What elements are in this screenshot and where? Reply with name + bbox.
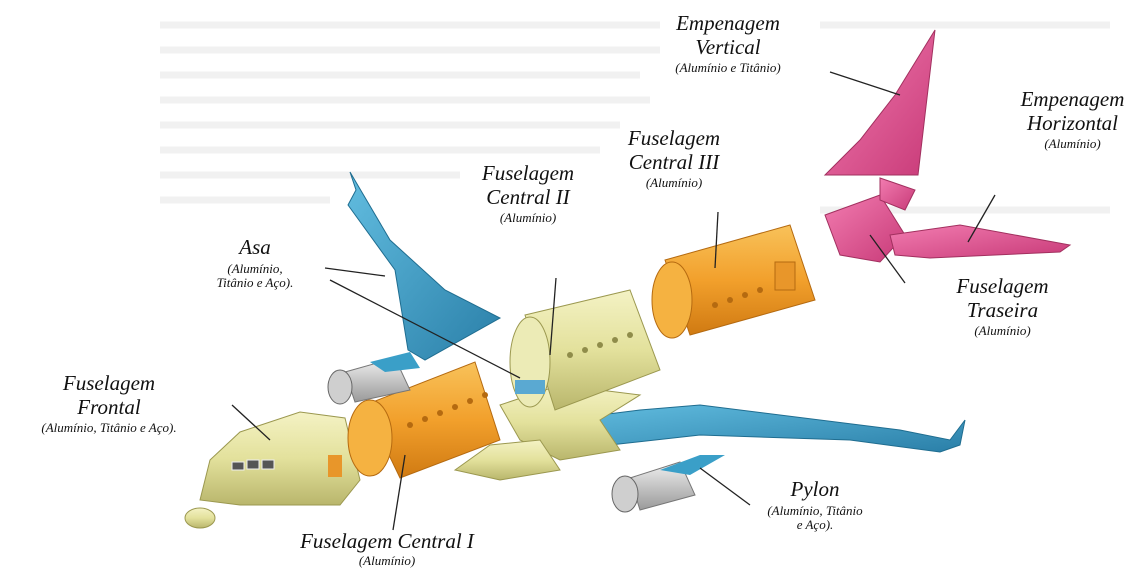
fuselagem-central-2-shape	[510, 290, 660, 410]
label-fuselagem-traseira-title-2: Traseira	[940, 299, 1065, 323]
label-fuselagem-frontal: Fuselagem Frontal (Alumínio, Titânio e A…	[4, 372, 214, 436]
label-empenagem-vertical: Empenagem Vertical (Alumínio e Titânio)	[648, 12, 808, 76]
label-fuselagem-frontal-title-2: Frontal	[4, 396, 214, 420]
label-pylon-title: Pylon	[740, 478, 890, 502]
nose-door-shape	[328, 455, 342, 477]
label-asa-material-2: Titânio e Aço).	[200, 276, 310, 291]
label-empenagem-horizontal-title-2: Horizontal	[1010, 112, 1135, 136]
label-empenagem-vertical-title-1: Empenagem	[648, 12, 808, 36]
label-fuselagem-central-2-title-1: Fuselagem	[468, 162, 588, 186]
nose-cone-shape	[185, 508, 215, 528]
label-fuselagem-central-3-title-2: Central III	[614, 151, 734, 175]
right-wing-shape	[560, 405, 965, 452]
label-fuselagem-frontal-title-1: Fuselagem	[4, 372, 214, 396]
fuselagem-central-3-shape	[652, 225, 815, 338]
empenagem-horizontal-shape	[890, 225, 1070, 258]
label-empenagem-horizontal-material: (Alumínio)	[1010, 137, 1135, 152]
label-empenagem-vertical-title-2: Vertical	[648, 36, 808, 60]
label-fuselagem-traseira-title-1: Fuselagem	[940, 275, 1065, 299]
cockpit-windows	[232, 460, 274, 470]
label-empenagem-horizontal: Empenagem Horizontal (Alumínio)	[1010, 88, 1135, 152]
label-fuselagem-central-1-title: Fuselagem Central I	[282, 530, 492, 554]
label-pylon-material-2: e Aço).	[740, 518, 890, 533]
label-fuselagem-traseira: Fuselagem Traseira (Alumínio)	[940, 275, 1065, 339]
label-fuselagem-central-1-material: (Alumínio)	[282, 554, 492, 569]
label-asa: Asa (Alumínio, Titânio e Aço).	[200, 236, 310, 291]
label-asa-material-1: (Alumínio,	[200, 262, 310, 277]
label-asa-title: Asa	[200, 236, 310, 260]
label-pylon: Pylon (Alumínio, Titânio e Aço).	[740, 478, 890, 533]
label-fuselagem-traseira-material: (Alumínio)	[940, 324, 1065, 339]
label-fuselagem-frontal-material: (Alumínio, Titânio e Aço).	[4, 421, 214, 436]
label-fuselagem-central-2-material: (Alumínio)	[468, 211, 588, 226]
label-fuselagem-central-1: Fuselagem Central I (Alumínio)	[282, 530, 492, 568]
label-fuselagem-central-3-material: (Alumínio)	[614, 176, 734, 191]
label-fuselagem-central-3: Fuselagem Central III (Alumínio)	[614, 127, 734, 191]
empenagem-vertical-shape	[825, 30, 935, 175]
label-pylon-material-1: (Alumínio, Titânio	[740, 504, 890, 519]
label-fuselagem-central-2: Fuselagem Central II (Alumínio)	[468, 162, 588, 226]
label-fuselagem-central-2-title-2: Central II	[468, 186, 588, 210]
label-fuselagem-central-3-title-1: Fuselagem	[614, 127, 734, 151]
engine-lower-shape	[612, 455, 725, 512]
label-empenagem-vertical-material: (Alumínio e Titânio)	[648, 61, 808, 76]
label-empenagem-horizontal-title-1: Empenagem	[1010, 88, 1135, 112]
